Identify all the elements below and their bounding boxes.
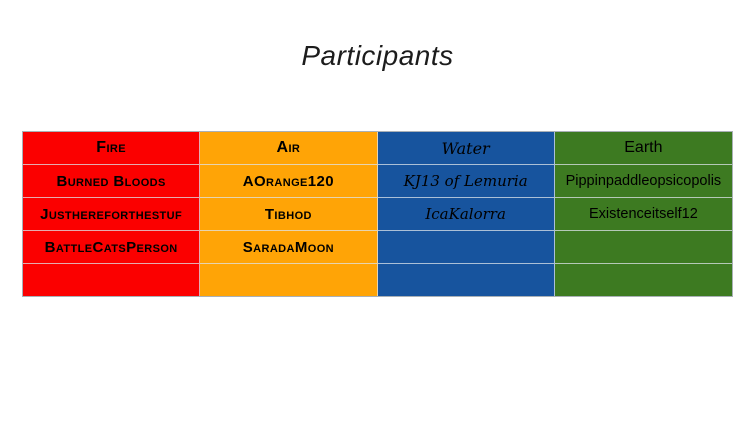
- participant-cell-earth-1: Pippinpaddleopsicopolis: [554, 165, 732, 198]
- page-title: Participants: [301, 40, 454, 71]
- participant-cell-air-4: [200, 264, 378, 296]
- participant-cell-earth-4: [554, 264, 732, 296]
- column-header-earth: Earth: [554, 132, 732, 165]
- column-header-fire: Fire: [23, 132, 201, 165]
- participant-cell-water-4: [377, 264, 555, 296]
- column-header-air: Air: [200, 132, 378, 165]
- participant-cell-earth-3: [554, 231, 732, 264]
- participants-table: Fire Air Water Earth Burned Bloods AOran…: [22, 131, 733, 297]
- participant-cell-water-1: KJ13 of Lemuria: [377, 165, 555, 198]
- participant-cell-earth-2: Existenceitself12: [554, 198, 732, 231]
- participant-cell-fire-3: BattleCatsPerson: [23, 231, 201, 264]
- column-header-water: Water: [377, 132, 555, 165]
- participant-cell-air-1: AOrange120: [200, 165, 378, 198]
- participant-cell-fire-1: Burned Bloods: [23, 165, 201, 198]
- participant-cell-air-3: SaradaMoon: [200, 231, 378, 264]
- participant-cell-water-3: [377, 231, 555, 264]
- participant-cell-fire-4: [23, 264, 201, 296]
- participant-cell-fire-2: Justhereforthestuf: [23, 198, 201, 231]
- participant-cell-water-2: IcaKalorra: [377, 198, 555, 231]
- participant-cell-air-2: Tibhod: [200, 198, 378, 231]
